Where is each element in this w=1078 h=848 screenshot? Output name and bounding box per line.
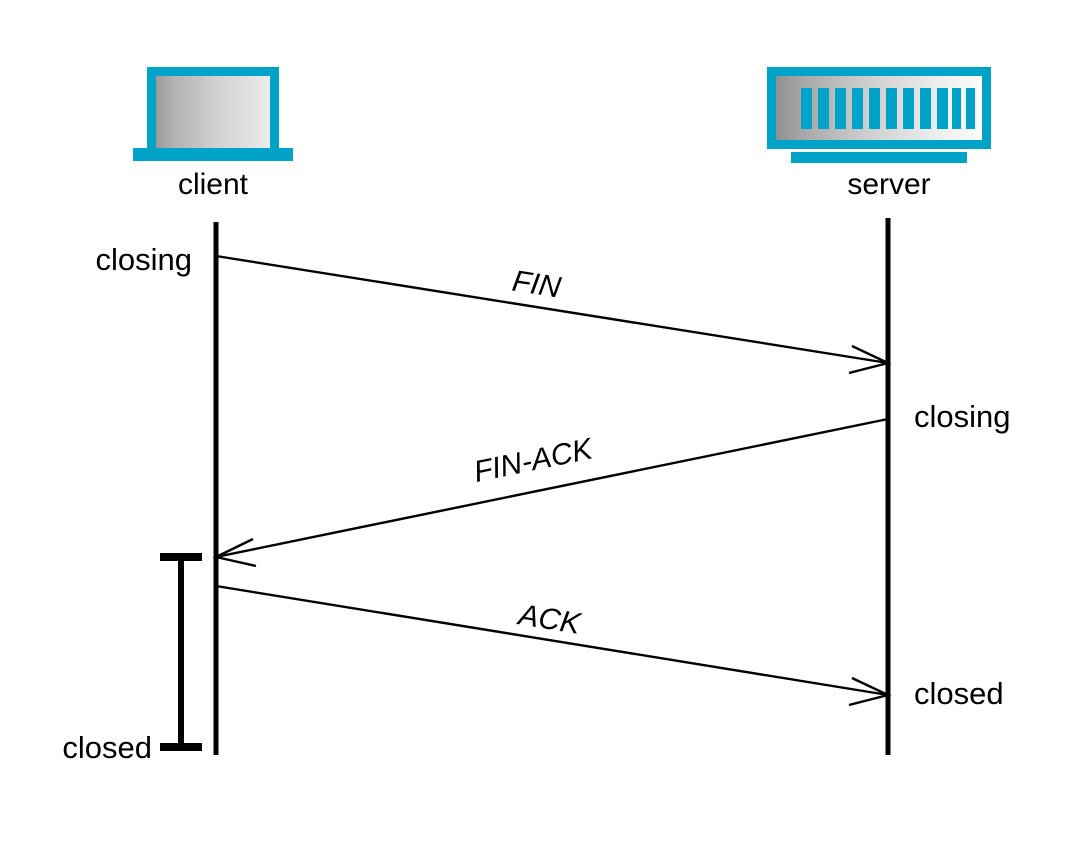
client-node-label: client	[178, 168, 249, 201]
fin-ack-arrow-head	[212, 537, 257, 568]
message-fin-ack: FIN-ACK	[212, 417, 889, 568]
server-slot-bar	[937, 88, 948, 129]
fin-arrow-line	[215, 254, 889, 365]
laptop-icon	[133, 67, 293, 161]
server-state-closing: closing	[914, 399, 1011, 434]
server-slot-bar	[952, 88, 961, 129]
server-slot-bar	[801, 88, 812, 129]
server-slot-bar	[852, 88, 863, 129]
fin-arrow-head	[848, 344, 892, 375]
server-base	[791, 152, 967, 163]
server-rack-icon	[767, 67, 991, 163]
time-wait-bracket	[160, 553, 202, 751]
ack-arrow-head	[848, 676, 892, 707]
ack-arrow-line	[215, 584, 889, 697]
client-state-closing: closing	[96, 242, 193, 277]
server-slot-bar	[869, 88, 880, 129]
client-state-closed: closed	[62, 730, 152, 765]
server-slot-bar	[886, 88, 897, 129]
ack-label: ACK	[514, 598, 584, 641]
server-node-label: server	[847, 168, 930, 201]
fin-ack-label: FIN-ACK	[471, 432, 597, 489]
server-slot-bar	[835, 88, 846, 129]
server-slot-bar	[966, 88, 975, 129]
server-slot-bar	[920, 88, 931, 129]
server-slot-bar	[818, 88, 829, 129]
fin-ack-arrow-line	[215, 417, 889, 559]
fin-label: FIN	[510, 265, 563, 305]
laptop-base	[133, 148, 293, 161]
laptop-screen-fill	[155, 75, 271, 149]
server-slot-bars	[801, 88, 975, 129]
server-frame	[767, 67, 991, 149]
server-slot-bar	[903, 88, 914, 129]
message-fin: FIN	[215, 254, 892, 375]
message-ack: ACK	[215, 584, 892, 707]
server-state-closed: closed	[914, 676, 1004, 711]
